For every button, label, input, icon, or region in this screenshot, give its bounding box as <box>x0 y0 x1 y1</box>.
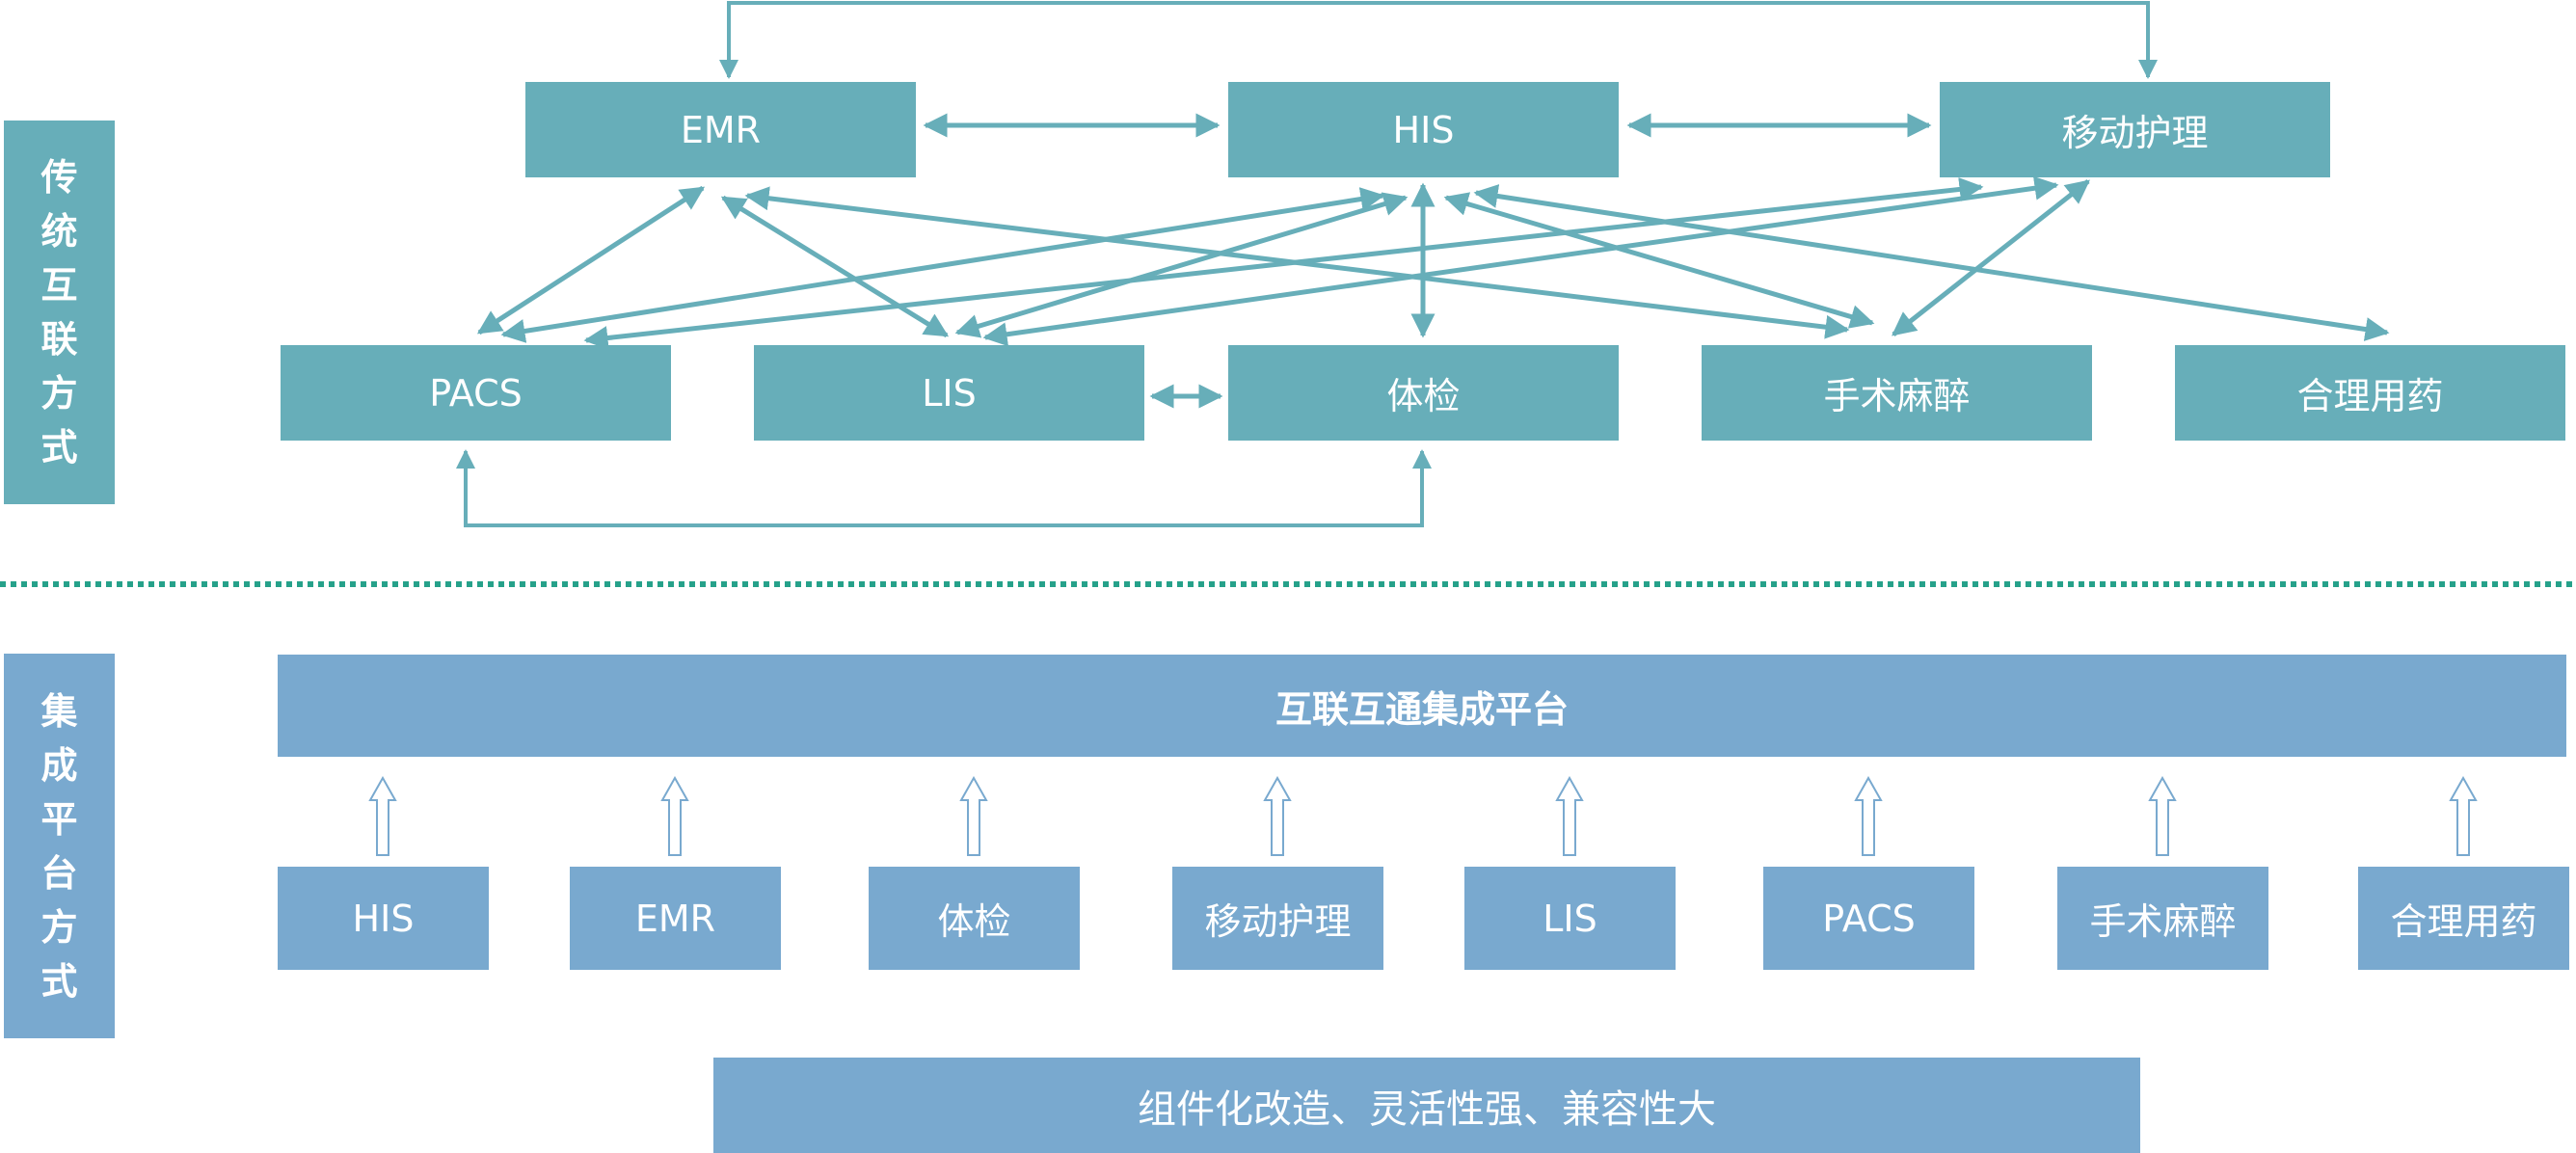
node-mobile-nursing: 移动护理 <box>1940 82 2330 177</box>
node-pacs: PACS <box>281 345 671 441</box>
label-char: 台 <box>40 851 78 895</box>
system-rational-drug-use: 合理用药 <box>2358 867 2569 970</box>
connection-EMR-PACS <box>476 185 706 335</box>
label-char: 平 <box>40 797 78 841</box>
system-pacs: PACS <box>1763 867 1974 970</box>
up-arrow-icon <box>1854 776 1883 856</box>
up-arrow-icon <box>368 776 397 856</box>
label-char: 集 <box>40 689 78 733</box>
up-arrow-icon <box>660 776 689 856</box>
node-surgery-anesthesia: 手术麻醉 <box>1702 345 2092 441</box>
section-divider <box>0 581 2576 587</box>
up-arrow-icon <box>1263 776 1292 856</box>
label-char: 联 <box>40 318 78 361</box>
up-arrow-icon <box>2148 776 2177 856</box>
system-mobile-nursing: 移动护理 <box>1172 867 1383 970</box>
connection-移动护理-手术麻醉 <box>1892 179 2090 336</box>
label-char: 方 <box>40 372 78 415</box>
system-physical-exam: 体检 <box>869 867 1080 970</box>
system-lis: LIS <box>1464 867 1676 970</box>
label-char: 互 <box>40 264 78 307</box>
connection-PACS-体检 <box>456 449 1432 527</box>
system-surgery-anesthesia: 手术麻醉 <box>2057 867 2268 970</box>
connection-HIS-手术麻醉 <box>1443 192 1875 329</box>
label-char: 方 <box>40 905 78 949</box>
connection-HIS-合理用药 <box>1473 184 2390 341</box>
integration-platform-bar: 互联互通集成平台 <box>278 655 2566 757</box>
node-rational-drug-use: 合理用药 <box>2175 345 2565 441</box>
label-char: 成 <box>40 743 78 787</box>
node-physical-exam: 体检 <box>1228 345 1619 441</box>
connection-移动护理-LIS <box>982 175 2059 347</box>
system-emr: EMR <box>570 867 781 970</box>
connection-EMR-移动护理 <box>719 1 2158 79</box>
up-arrow-icon <box>2449 776 2478 856</box>
node-lis: LIS <box>754 345 1144 441</box>
label-char: 统 <box>40 210 78 253</box>
node-his: HIS <box>1228 82 1619 177</box>
platform-section-label: 集 成 平 台 方 式 <box>4 654 115 1038</box>
up-arrow-icon <box>959 776 988 856</box>
up-arrow-icon <box>1555 776 1584 856</box>
system-his: HIS <box>278 867 489 970</box>
footer-summary-bar: 组件化改造、灵活性强、兼容性大 <box>713 1058 2140 1153</box>
node-emr: EMR <box>525 82 916 177</box>
label-char: 传 <box>40 156 78 199</box>
traditional-section-label: 传 统 互 联 方 式 <box>4 121 115 504</box>
label-char: 式 <box>40 426 78 469</box>
connection-HIS-LIS <box>954 192 1409 338</box>
label-char: 式 <box>40 959 78 1003</box>
